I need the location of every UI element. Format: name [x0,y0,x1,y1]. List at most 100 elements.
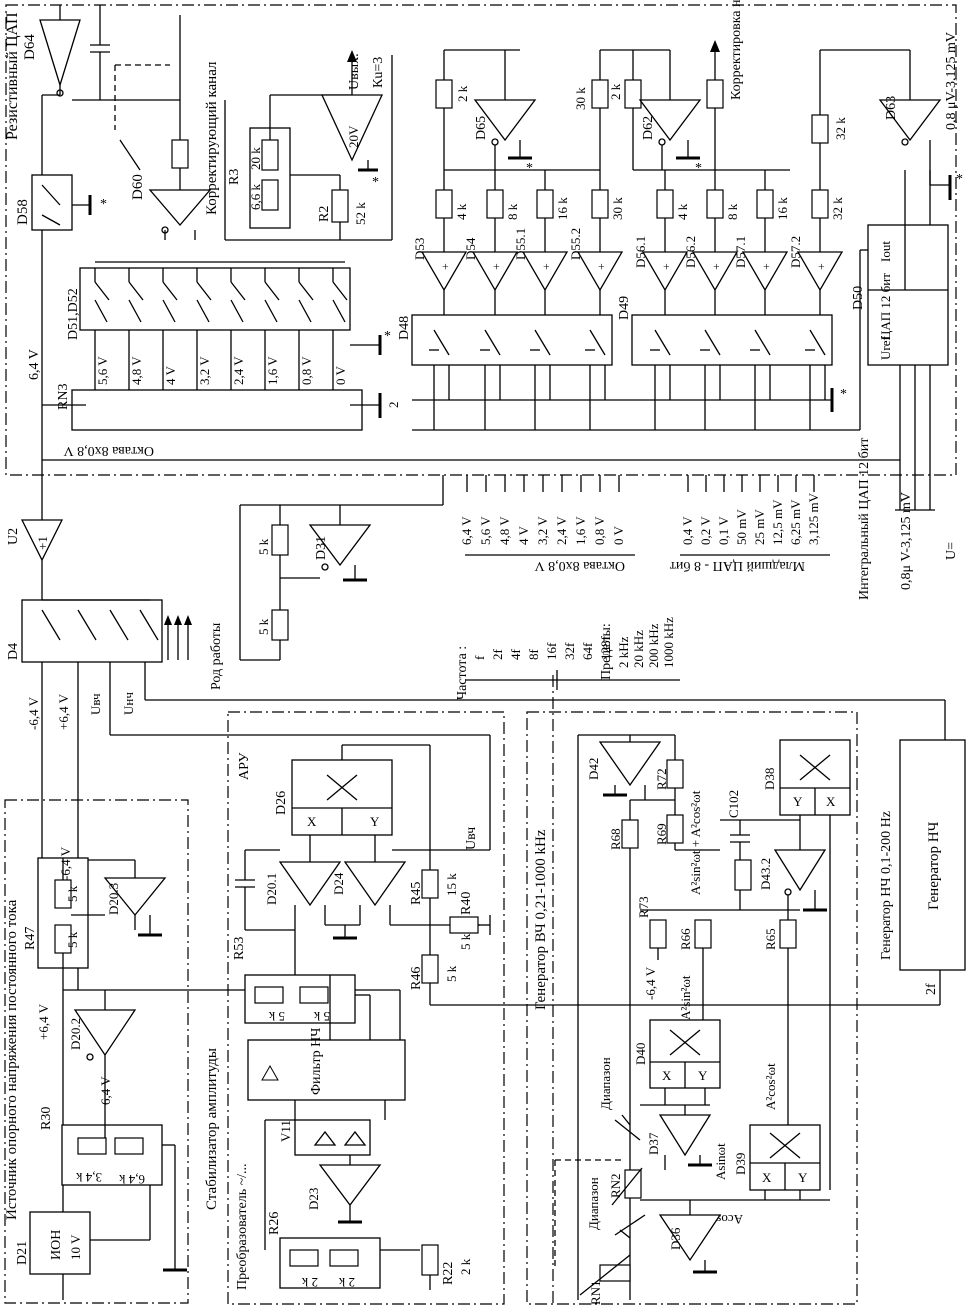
reference-source-title: Источник опорного напряжения постоянного… [4,899,20,1220]
r68-label: R68 [608,828,623,850]
a2sin2-label: A²sin²ωt [678,975,693,1020]
dac-level-2: 0,1 V [716,516,731,545]
d58-switch [31,174,73,231]
rn1-pot[interactable] [599,1264,631,1282]
freq-5: 32f [562,642,577,660]
d50-uref: Uref [878,336,893,360]
rn1-label: RN1 [588,1280,603,1305]
integral-range-label: 0,8μ V-3,125 mV [899,492,914,590]
d201-opamp [278,861,342,907]
d40-label: D40 [633,1043,648,1065]
octave-level-0: 6,4 V [459,516,474,545]
rn2-pot[interactable] [624,1169,642,1199]
d38-y: Y [793,794,803,809]
rn3-gnd-num: 2 [386,402,401,409]
r46-val: 5 k [444,965,459,982]
r26-label: R26 [267,1212,282,1235]
dac-range-label: 0,8 μV-3,125 mV [944,32,959,130]
d432-label: D43.2 [758,858,773,890]
range-label-1: Диапазон [598,1057,613,1110]
d38-label: D38 [762,768,777,790]
limit-3: 1000 kHz [661,617,676,668]
d202-label: D20.2 [68,1018,83,1050]
frequency-label: Частота : [455,646,470,700]
rr-1: 8 k [725,203,740,220]
d4-neg64: -6,4 V [26,696,41,730]
rn3-octave-label: Октава 8х0,8 V [64,443,154,458]
ladder-left-opamp-3 [576,251,624,292]
ladder-right-opamp-3 [796,251,844,292]
ladder-right-plus-3: + [814,263,828,270]
dac-level-4: 25 mV [752,509,767,545]
d40-x: X [662,1068,672,1083]
r2-label: R2 [317,206,332,222]
junior-dac-label: Младший ЦАП - 8 бит [670,558,805,573]
freq-3: 8f [526,649,541,661]
d432-opamp [773,849,827,892]
d62-label: D62 [641,116,656,140]
d63-label: D63 [884,96,899,120]
d40-y: Y [698,1068,708,1083]
d202-opamp [73,1009,137,1057]
octave-level-8: 0 V [611,525,626,545]
d65-star: * [526,161,533,176]
mode-label: Род работы [209,622,224,690]
d36-label: D36 [668,1227,683,1250]
dac-level-3: 50 mV [734,509,749,545]
d39-label: D39 [733,1153,748,1175]
rn3-tap-5: 1,6 V [265,356,280,385]
d48-label: D48 [397,316,412,340]
rn3-ladder [71,389,363,431]
octave-level-4: 3,2 V [535,516,550,545]
octave-level-7: 0,8 V [592,516,607,545]
limit-1: 20 kHz [631,630,646,668]
lf-generator-label: Генератор НЧ [926,821,942,910]
r3a-val: 20 k [248,147,263,170]
lf-filter-block [247,1039,406,1101]
r30-a: 3,4 k [76,1170,103,1185]
asin-label: Asinωt [713,1143,728,1180]
d65-label: D65 [474,116,489,140]
octave-level-3: 4 V [516,525,531,545]
d65-r2k: 2 k [455,85,470,102]
d64-opamp [39,19,81,88]
limits-label: Пределы: [599,623,614,680]
d50-dac [867,224,949,366]
range-label-2: Диапазон [586,1177,601,1230]
u-out-label: Uвых. [347,53,362,90]
rl-0: 4 k [454,203,469,220]
d50-iout: Iout [878,241,893,262]
freq-6: 64f [580,642,595,660]
dac-level-6: 6,25 mV [788,499,803,545]
zero-correction-label: Корректировка нуля [729,0,744,100]
apu-label: АРУ [237,752,252,780]
r26-v1: 2 k [301,1275,318,1290]
r45-label: R45 [409,882,424,905]
rr-3: 32 k [830,197,845,220]
ladder-right-opamp-2 [741,251,789,292]
d23-label: D23 [306,1188,321,1210]
ladder-left-opamp-2 [521,251,569,292]
d63-r32k: 32 k [833,117,848,140]
d63-star: * [956,172,963,187]
ion-block [29,1211,91,1275]
two-f-label: 2f [924,983,939,995]
d49-label: D49 [617,296,632,320]
ladder-right-opamp-1 [691,251,739,292]
r3b-val: 6,6 k [248,184,263,211]
r69-label: R69 [654,823,669,845]
octave-level-5: 2,4 V [554,516,569,545]
d60-opamp [148,189,212,226]
ladder-right-opamp-0 [641,251,689,292]
d26-label: D26 [274,791,289,815]
d48-star: * [840,387,847,402]
ku-label: Кu=3 [371,57,386,88]
v11-label: V11 [278,1120,293,1142]
dac-level-5: 12,5 mV [770,499,785,545]
r73-label: R73 [636,896,651,918]
ladder-right-plus-2: + [759,263,773,270]
d26-x: X [307,814,317,829]
ladder-left-chip-2: D55.1 [513,228,528,260]
ladder-right-chip-2: D57.1 [733,236,748,268]
